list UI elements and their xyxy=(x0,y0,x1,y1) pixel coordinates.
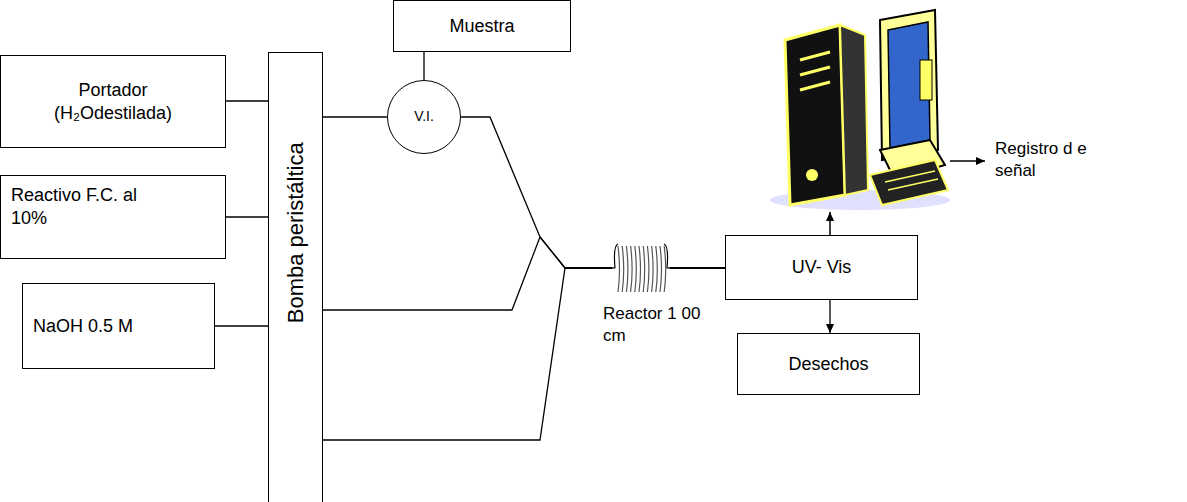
reagent-box: Reactivo F.C. al 10% xyxy=(0,175,226,259)
injection-valve: V.I. xyxy=(387,80,461,154)
flow-line xyxy=(215,325,268,326)
node-text: Desechos xyxy=(788,353,868,376)
sample-box: Muestra xyxy=(393,0,571,52)
node-text: Portador (H₂Odestilada) xyxy=(38,79,188,124)
flow-line xyxy=(226,100,268,101)
node-text: Muestra xyxy=(449,15,514,38)
pump-box: Bomba peristáltica xyxy=(268,52,323,502)
reagent-box: NaOH 0.5 M xyxy=(22,283,215,369)
flow-line xyxy=(323,116,387,117)
waste-box: Desechos xyxy=(737,333,920,395)
computer-icon xyxy=(770,10,950,210)
reactor-label: Reactor 1 00 cm xyxy=(603,303,715,347)
output-label: Registro d e señal xyxy=(995,138,1100,182)
node-text: V.I. xyxy=(414,108,434,126)
flow-line xyxy=(423,52,424,80)
signal-arrow xyxy=(829,212,831,235)
node-text: Bomba peristáltica xyxy=(282,143,310,324)
node-text: NaOH 0.5 M xyxy=(33,315,133,338)
flow-line xyxy=(226,216,268,217)
node-text: UV- Vis xyxy=(792,256,852,279)
detector-box: UV- Vis xyxy=(725,235,918,300)
reactor-coil xyxy=(605,240,678,296)
flow-line xyxy=(829,300,830,333)
output-arrow xyxy=(950,160,985,162)
node-text: Reactivo F.C. al 10% xyxy=(11,184,161,229)
carrier-box: Portador (H₂Odestilada) xyxy=(0,55,226,148)
flow-line xyxy=(461,117,725,268)
flow-line xyxy=(323,237,725,310)
